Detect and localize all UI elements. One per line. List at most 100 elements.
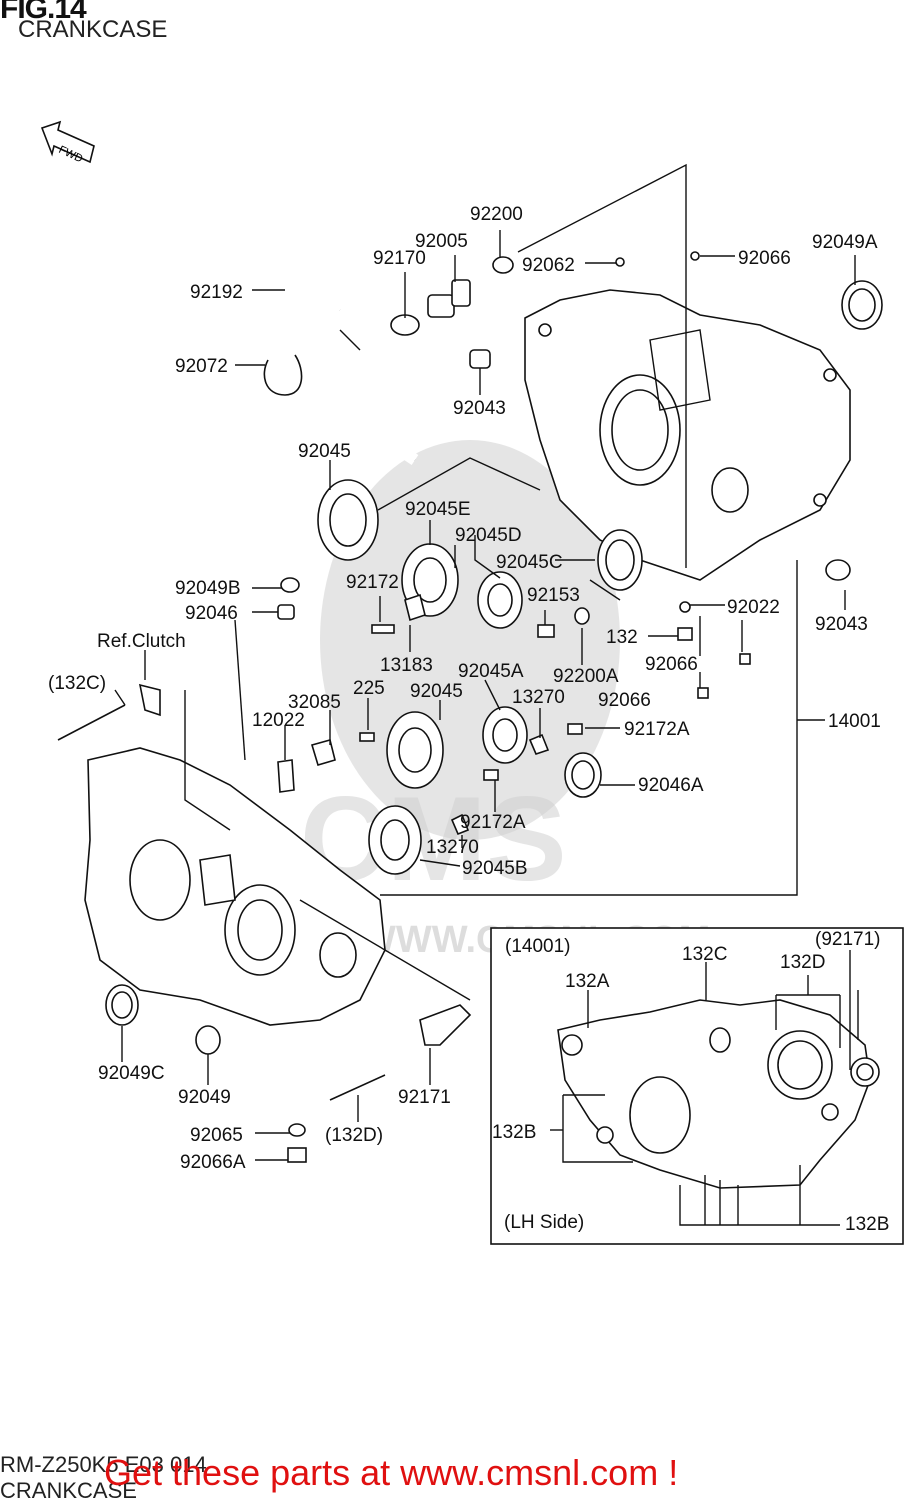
bearing: [482, 706, 528, 764]
plug: [739, 653, 751, 665]
plug: [615, 257, 625, 267]
label-92043: 92043: [453, 398, 506, 419]
label-92065: 92065: [190, 1125, 243, 1146]
oil-seal: [195, 1025, 221, 1055]
label-92153: 92153: [527, 585, 580, 606]
long-bolt: [57, 704, 126, 741]
label-13183: 13183: [380, 655, 433, 676]
diagram-code: RM-Z250K5 E03 014: [0, 1452, 207, 1477]
label-225: 225: [353, 678, 385, 699]
label-92200A: 92200A: [553, 666, 619, 687]
bolt: [537, 624, 555, 638]
label-92171: 92171: [398, 1087, 451, 1108]
label-132: 132: [606, 627, 638, 648]
label-92170: 92170: [373, 248, 426, 269]
plug: [697, 687, 709, 699]
crankcase-right-half: [524, 289, 851, 581]
inset-label-132C: 132C: [682, 944, 727, 965]
leader-lines: [114, 163, 856, 1161]
inset-label-132B-left: 132B: [492, 1122, 536, 1143]
label-13270: 13270: [512, 687, 565, 708]
label-92045D: 92045D: [455, 525, 522, 546]
clamp: [263, 354, 303, 396]
label-132C: (132C): [48, 673, 106, 694]
oil-seal: [105, 984, 139, 1026]
label-92045C: 92045C: [496, 552, 563, 573]
label-92049B: 92049B: [175, 578, 241, 599]
inset-label-132B-bottom: 132B: [845, 1214, 889, 1235]
inset-side-label: (LH Side): [504, 1212, 584, 1233]
label-92066A: 92066A: [180, 1152, 246, 1173]
label-92192: 92192: [190, 282, 243, 303]
label-14001: 14001: [828, 711, 881, 732]
guide-pipe: [419, 1004, 472, 1046]
label-92066: 92066: [738, 248, 791, 269]
inset-lh-side: (14001) 132C (92171) 132D 132A 132B 132B…: [490, 927, 904, 1245]
label-92005: 92005: [415, 231, 468, 252]
fwd-arrow-icon: FWD: [40, 120, 95, 165]
oil-jet: [310, 739, 336, 766]
ref-clutch-part: [138, 683, 161, 717]
plug: [690, 251, 700, 261]
crankcase-left-half: [84, 747, 386, 1026]
diagram-caption: CRANKCASE: [0, 1478, 137, 1503]
bearing: [477, 571, 523, 629]
bolt: [483, 769, 499, 781]
inset-label-132A: 132A: [565, 971, 610, 992]
label-92066c: 92066: [598, 690, 651, 711]
part-labels: 92200 92005 92170 92062 92066 92049A 921…: [48, 204, 881, 1173]
label-92062: 92062: [522, 255, 575, 276]
collar: [277, 604, 295, 620]
label-12022: 12022: [252, 710, 305, 731]
retainer-plate: [404, 593, 426, 622]
label-92045E: 92045E: [405, 499, 471, 520]
label-92172: 92172: [346, 572, 399, 593]
label-92066b: 92066: [645, 654, 698, 675]
oil-seal: [597, 529, 643, 591]
label-92049: 92049: [178, 1087, 231, 1108]
label-92045A: 92045A: [458, 661, 524, 682]
bearing: [368, 805, 422, 875]
figure-title: CRANKCASE: [18, 16, 168, 43]
washer: [679, 601, 691, 613]
oil-seal: [841, 280, 883, 330]
breather-fitting: [427, 279, 471, 318]
label-ref-clutch: Ref.Clutch: [97, 631, 186, 652]
label-92045b: 92045: [410, 681, 463, 702]
label-92045B: 92045B: [462, 858, 528, 879]
bolt: [567, 723, 583, 735]
plate: [277, 759, 295, 793]
label-92049C: 92049C: [98, 1063, 165, 1084]
figure-number: FIG.14: [0, 0, 87, 25]
label-92022: 92022: [727, 597, 780, 618]
bolt: [371, 624, 395, 634]
needle-bearing: [564, 752, 602, 798]
label-92043b: 92043: [815, 614, 868, 635]
plate: [528, 733, 550, 755]
bearing: [317, 479, 379, 561]
label-92172A: 92172A: [624, 719, 690, 740]
label-32085: 32085: [288, 692, 341, 713]
bolt: [359, 732, 375, 742]
label-92046: 92046: [185, 603, 238, 624]
breather-hose: [253, 162, 419, 465]
bolt: [677, 627, 693, 641]
inset-ref: (14001): [505, 936, 571, 957]
inset-label-92171: (92171): [815, 929, 881, 950]
o-ring: [492, 256, 514, 274]
inset-label-132D: 132D: [780, 952, 825, 973]
plate: [450, 813, 470, 836]
long-bolt: [329, 1074, 386, 1101]
label-13270b: 13270: [426, 837, 479, 858]
parts-link[interactable]: Get these parts at www.cmsnl.com !: [104, 1452, 679, 1493]
label-92200: 92200: [470, 204, 523, 225]
washer: [288, 1123, 306, 1137]
bearing: [386, 711, 444, 789]
nut: [280, 577, 300, 593]
washer: [574, 607, 590, 625]
label-92046A: 92046A: [638, 775, 704, 796]
dowel-pin: [469, 349, 491, 369]
label-92072: 92072: [175, 356, 228, 377]
label-132D: (132D): [325, 1125, 383, 1146]
